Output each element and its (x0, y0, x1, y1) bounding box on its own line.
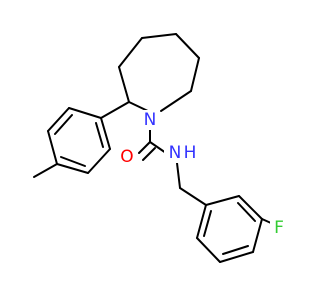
bond-tolyl-3 (47, 130, 58, 165)
o-label-bg (117, 147, 137, 167)
carbonyl-oxygen-label: O (120, 147, 133, 167)
bond-tolyl-6 (100, 117, 111, 150)
bond-ring-3 (118, 37, 143, 68)
bond-fluoro-ring-1 (205, 195, 240, 206)
bond-tolyl-double-2 (60, 156, 86, 167)
bond-tolyl-2 (47, 107, 70, 132)
bond-fluoro-ring-3 (252, 218, 263, 253)
structure-canvas: N O N H F (33, 33, 288, 263)
bond-c-f (261, 218, 272, 224)
bond-fluoro-double-2 (222, 245, 249, 255)
bond-fluoro-ring-5 (196, 237, 221, 263)
bond-carbonyl-o-1 (138, 141, 151, 154)
bond-carbonyl-o-2 (142, 147, 156, 161)
molecule-diagram: N O N H F (33, 33, 288, 263)
bond-fluoro-double-3 (203, 210, 212, 237)
bond-tolyl-double-3 (95, 122, 104, 148)
bond-n-benzyl (176, 162, 181, 189)
bond-tolyl-5 (87, 148, 111, 174)
n-ring-label-bg (141, 110, 159, 130)
bond-fluoro-ring-2 (238, 195, 263, 220)
bond-ring-to-aryl (100, 101, 130, 119)
bond-fluoro-ring-6 (196, 204, 207, 239)
bond-carbonyl-n (149, 141, 167, 154)
bond-methyl (33, 163, 58, 178)
n-h-label-bg (164, 143, 200, 163)
bond-ring-7 (160, 90, 192, 112)
bond-ring-6 (190, 57, 200, 92)
bond-tolyl-double-1 (54, 114, 73, 135)
bond-fluoro-double-1 (237, 202, 256, 222)
bond-tolyl-4 (56, 163, 89, 174)
amide-hydrogen-label: H (184, 143, 197, 163)
f-label-bg (270, 218, 288, 238)
bond-fluoro-ring-4 (219, 251, 254, 263)
fluorine-label: F (274, 218, 284, 238)
bond-ring-5 (175, 33, 200, 59)
bond-benzyl-aryl (179, 187, 207, 206)
bond-lines (33, 33, 272, 263)
bond-ring-4 (141, 33, 177, 39)
bond-ring-2 (118, 66, 130, 103)
ring-nitrogen-label: N (144, 110, 157, 130)
amide-nitrogen-label: N (169, 143, 182, 163)
bond-tolyl-1 (68, 107, 102, 119)
atom-labels: N O N H F (117, 110, 288, 238)
